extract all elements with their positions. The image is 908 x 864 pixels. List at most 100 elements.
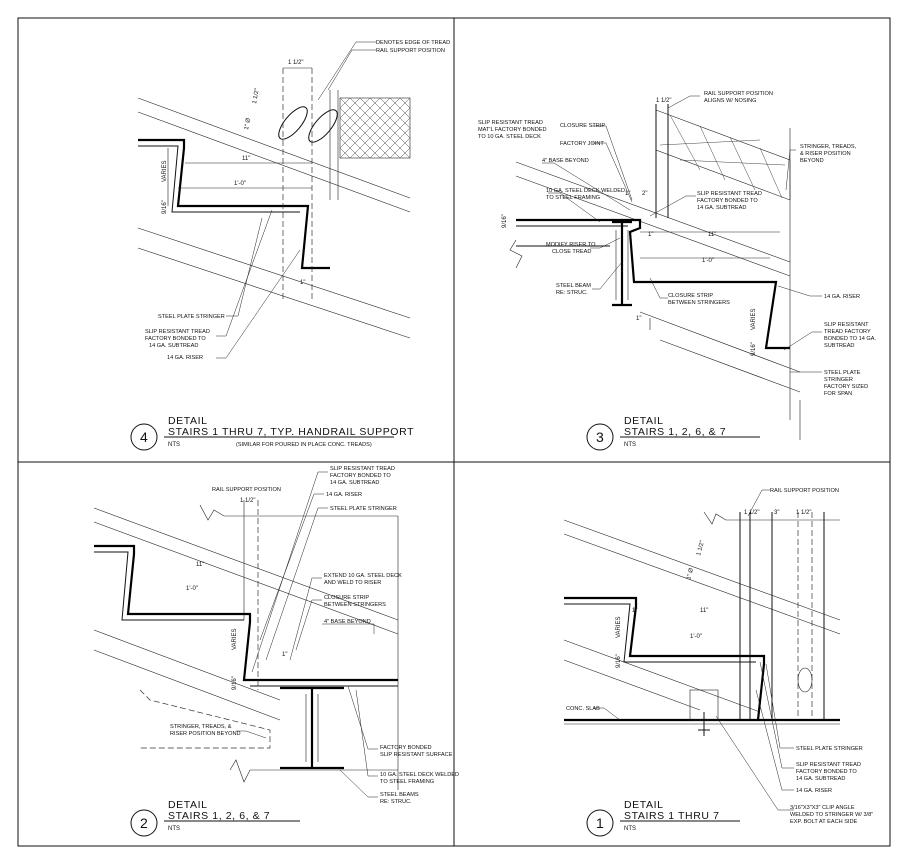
detail-2-callout: RISER POSITION BEYOND <box>170 731 241 737</box>
detail-3-callout: SLIP RESISTANT TREAD <box>697 191 762 197</box>
detail-3-callout: 14 GA. RISER <box>824 294 860 300</box>
detail-1-dimension: 11" <box>700 608 708 614</box>
detail-2-dimension: 11" <box>196 562 204 568</box>
detail-1-dimension: VARIES <box>616 616 622 638</box>
detail-3-callout: FOR SPAN <box>824 391 852 397</box>
detail-4-dimension: 1" Ø <box>244 117 252 130</box>
detail-3-title-block: 3 DETAIL STAIRS 1, 2, 6, & 7 NTS <box>586 415 760 451</box>
detail-3-callout: STEEL BEAM <box>556 283 591 289</box>
detail-2-callout: RE: STRUC. <box>380 799 412 805</box>
detail-1-drawing <box>563 511 841 736</box>
detail-title: STAIRS 1 THRU 7, TYP. HANDRAIL SUPPORT <box>168 426 414 438</box>
detail-3-callout: CLOSURE STRIP <box>560 123 605 129</box>
detail-1-callout: 14 GA. RISER <box>796 788 832 794</box>
detail-scale: NTS <box>624 826 636 832</box>
detail-4-dimension: 1 1/2" <box>288 60 303 66</box>
stair-profile <box>564 596 766 721</box>
detail-3-dimension: 1" <box>636 316 641 322</box>
detail-3-callout: TO STEEL FRAMING <box>546 195 600 201</box>
detail-3-dimension: 1" <box>648 232 653 238</box>
detail-1-callout: CONC. SLAB <box>566 706 600 712</box>
detail-4-leaders <box>216 41 376 359</box>
detail-3: RAIL SUPPORT POSITION ALIGNS W/ NOSING S… <box>478 91 876 451</box>
detail-3-callout: STRINGER <box>824 377 853 383</box>
detail-1-leaders <box>594 489 794 811</box>
detail-4-dimension: 9/16" <box>162 200 168 214</box>
detail-4-dimension: 1'-0" <box>234 181 246 187</box>
detail-1-dimension: 1" Ø <box>686 567 695 580</box>
detail-4-dimension: 1" <box>300 280 305 286</box>
detail-subnote: (SIMILAR FOR POURED IN PLACE CONC. TREAD… <box>236 442 372 448</box>
detail-1-callout: EXP. BOLT AT EACH SIDE <box>790 819 858 825</box>
detail-3-callout: 14 GA. SUBTREAD <box>697 205 746 211</box>
detail-1-dimension: 1'-0" <box>690 634 702 640</box>
detail-3-drawing <box>509 104 801 440</box>
detail-4-dimension: 11" <box>242 156 250 162</box>
detail-3-callout: CLOSE TREAD <box>552 249 591 255</box>
stair-profile <box>138 138 330 270</box>
detail-title: DETAIL <box>624 415 664 427</box>
detail-2: SLIP RESISTANT TREAD FACTORY BONDED TO 1… <box>93 466 459 837</box>
detail-3-callout: STRINGER, TREADS, <box>800 144 857 150</box>
detail-number-bubble <box>586 809 614 837</box>
detail-3-callout: FACTORY SIZED <box>824 384 868 390</box>
detail-4-callout: 14 GA. SUBTREAD <box>149 343 198 349</box>
detail-1-callout: WELDED TO STRINGER W/ 3/8" <box>790 812 873 818</box>
detail-4: DENOTES EDGE OF TREAD RAIL SUPPORT POSIT… <box>130 40 450 451</box>
detail-3-callout: CLOSURE STRIP <box>668 293 713 299</box>
detail-3-callout: MODIFY RISER TO <box>546 242 596 248</box>
detail-2-callout: FACTORY BONDED <box>380 745 432 751</box>
detail-3-leaders <box>542 95 822 373</box>
detail-3-callout: SLIP RESISTANT <box>824 322 869 328</box>
detail-4-dimension: VARIES <box>162 160 168 182</box>
detail-2-dimension: 1 1/2" <box>240 498 255 504</box>
detail-1-dimension: 1 1/2" <box>744 510 759 516</box>
detail-3-dimension: 2" <box>642 191 647 197</box>
detail-3-dimension: 1'-0" <box>702 258 714 264</box>
detail-3-callout: BEYOND <box>800 158 824 164</box>
detail-1-dimension: 3" <box>774 510 779 516</box>
detail-2-dimension: 9/16" <box>232 676 238 690</box>
stair-profile <box>94 544 398 682</box>
handrail-oval <box>278 106 308 140</box>
detail-2-callout: SLIP RESISTANT SURFACE <box>380 752 453 758</box>
detail-3-callout: FACTORY BONDED TO <box>697 198 758 204</box>
detail-3-callout: 4" BASE BEYOND <box>542 158 589 164</box>
detail-1-callout: 14 GA. SUBTREAD <box>796 776 845 782</box>
detail-1-dimension: 1 1/2" <box>796 510 811 516</box>
detail-4-drawing <box>137 67 411 339</box>
detail-number-bubble <box>130 423 158 451</box>
detail-2-callout: STEEL BEAMS <box>380 792 419 798</box>
detail-4-callout: SLIP RESISTANT TREAD <box>145 329 210 335</box>
detail-3-dimension: 1 1/2" <box>656 98 671 104</box>
detail-2-drawing <box>93 500 399 790</box>
detail-2-leaders <box>236 471 378 798</box>
detail-2-dimension: 1'-0" <box>186 586 198 592</box>
detail-3-callout: TO 10 GA. STEEL DECK <box>478 134 541 140</box>
detail-1-dimension: 9/16" <box>616 654 622 668</box>
detail-3-callout: RAIL SUPPORT POSITION <box>704 91 773 97</box>
detail-scale: NTS <box>624 442 636 448</box>
detail-4-callout: FACTORY BONDED TO <box>145 336 206 342</box>
detail-3-callout: STEEL PLATE <box>824 370 861 376</box>
detail-scale: NTS <box>168 442 180 448</box>
detail-3-callout: SLIP RESISTANT TREAD <box>478 120 543 126</box>
stair-profile <box>516 218 790 350</box>
detail-2-callout: STRINGER, TREADS, & <box>170 724 232 730</box>
detail-2-title-block: 2 DETAIL STAIRS 1, 2, 6, & 7 NTS <box>130 799 300 837</box>
detail-3-callout: ALIGNS W/ NOSING <box>704 98 757 104</box>
detail-4-callout: STEEL PLATE STRINGER <box>158 314 225 320</box>
detail-4-callout: 14 GA. RISER <box>167 355 203 361</box>
handrail-oval <box>308 109 338 143</box>
detail-3-callout: TREAD FACTORY <box>824 329 871 335</box>
detail-2-callout: FACTORY BONDED TO <box>330 473 391 479</box>
detail-2-callout: CLOSURE STRIP <box>324 595 369 601</box>
detail-3-dimension: 9/16" <box>751 342 757 356</box>
detail-3-dimension: 11" <box>708 232 716 238</box>
detail-2-callout: AND WELD TO RISER <box>324 580 381 586</box>
detail-3-callout: & RISER POSITION <box>800 151 851 157</box>
detail-number: 3 <box>596 429 604 445</box>
detail-title: STAIRS 1 THRU 7 <box>624 810 720 822</box>
detail-2-dimension: VARIES <box>232 628 238 650</box>
detail-2-callout: SLIP RESISTANT TREAD <box>330 466 395 472</box>
